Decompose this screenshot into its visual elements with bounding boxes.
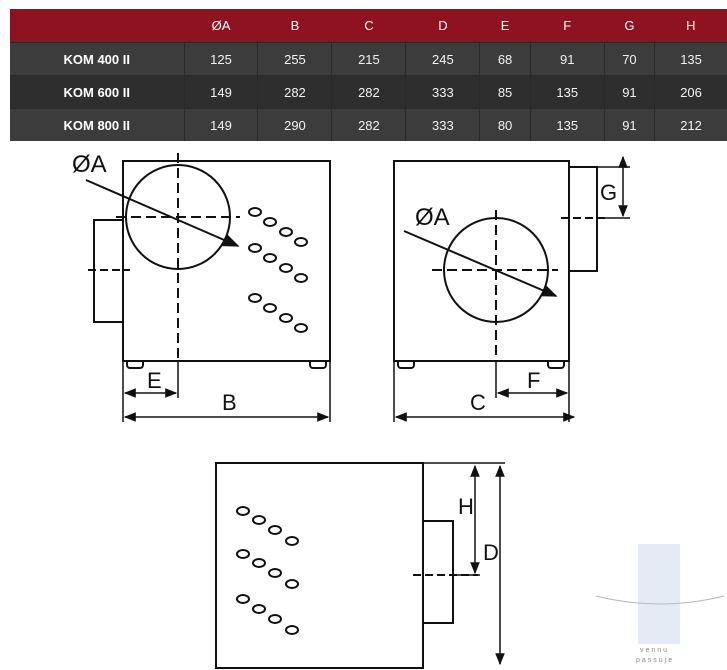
back-diameter-label: ØA — [415, 204, 450, 231]
table-cell: 215 — [331, 42, 406, 76]
side-vent-slots — [236, 506, 299, 635]
table-cell: 245 — [405, 42, 480, 76]
table-cell: 135 — [529, 108, 605, 141]
table-cell: 125 — [183, 42, 258, 76]
table-row: KOM 800 II 149 290 282 333 80 135 91 212 — [10, 108, 727, 141]
table-cell: 135 — [654, 42, 727, 76]
table-cell: 91 — [529, 42, 605, 76]
table-cell: 68 — [479, 42, 531, 76]
front-vent-slots — [248, 207, 308, 333]
side-height-label: D — [483, 540, 499, 565]
header-cell: E — [479, 9, 531, 43]
header-cell: G — [604, 9, 655, 43]
front-offset-label: E — [147, 368, 162, 393]
table-cell: 70 — [603, 42, 655, 76]
side-housing — [215, 462, 424, 669]
front-view — [85, 153, 331, 422]
model-name: KOM 400 II — [10, 42, 184, 76]
model-name: KOM 800 II — [10, 108, 184, 141]
table-row: KOM 600 II 149 282 282 333 85 135 91 206 — [10, 75, 727, 109]
table-cell: 206 — [654, 75, 727, 109]
table-cell: 85 — [479, 75, 531, 109]
table-cell: 255 — [257, 42, 332, 76]
watermark-text-bottom: passuje — [636, 657, 674, 664]
back-offset-label: F — [527, 368, 540, 393]
table-row: KOM 400 II 125 255 215 245 68 91 70 135 — [10, 42, 727, 76]
header-cell: ØA — [184, 9, 258, 43]
table-cell: 212 — [654, 108, 727, 141]
table-header-row: ØA B C D E F G H — [10, 9, 727, 43]
table-cell: 282 — [331, 75, 406, 109]
back-housing — [393, 160, 570, 362]
dimensions-table: ØA B C D E F G H KOM 400 II 125 255 215 … — [10, 9, 727, 141]
side-outlet — [422, 520, 454, 624]
side-view — [215, 462, 505, 669]
table-cell: 91 — [603, 75, 655, 109]
back-width-label: C — [470, 390, 486, 415]
front-diameter-arrow — [85, 179, 240, 247]
side-outlet-height-label: H — [458, 494, 474, 519]
watermark-logo: vennu passuje — [595, 544, 725, 664]
back-view — [393, 155, 630, 422]
table-cell: 282 — [257, 75, 332, 109]
model-name: KOM 600 II — [10, 75, 184, 109]
header-cell: H — [654, 9, 727, 43]
back-diameter-arrow — [403, 230, 558, 297]
table-cell: 333 — [405, 75, 480, 109]
header-cell: B — [257, 9, 332, 43]
table-cell: 91 — [603, 108, 655, 141]
table-header-corner — [10, 9, 184, 43]
header-cell: C — [331, 9, 406, 43]
table-cell: 333 — [405, 108, 480, 141]
table-cell: 282 — [331, 108, 406, 141]
table-cell: 149 — [183, 108, 258, 141]
table-cell: 149 — [183, 75, 258, 109]
table-cell: 135 — [529, 75, 605, 109]
front-diameter-label: ØA — [72, 151, 107, 178]
back-outlet-label: G — [600, 180, 617, 205]
table-cell: 80 — [479, 108, 531, 141]
header-cell: F — [530, 9, 605, 43]
watermark-text-top: vennu — [640, 647, 669, 654]
table-cell: 290 — [257, 108, 332, 141]
front-width-label: B — [222, 390, 237, 415]
header-cell: D — [405, 9, 480, 43]
